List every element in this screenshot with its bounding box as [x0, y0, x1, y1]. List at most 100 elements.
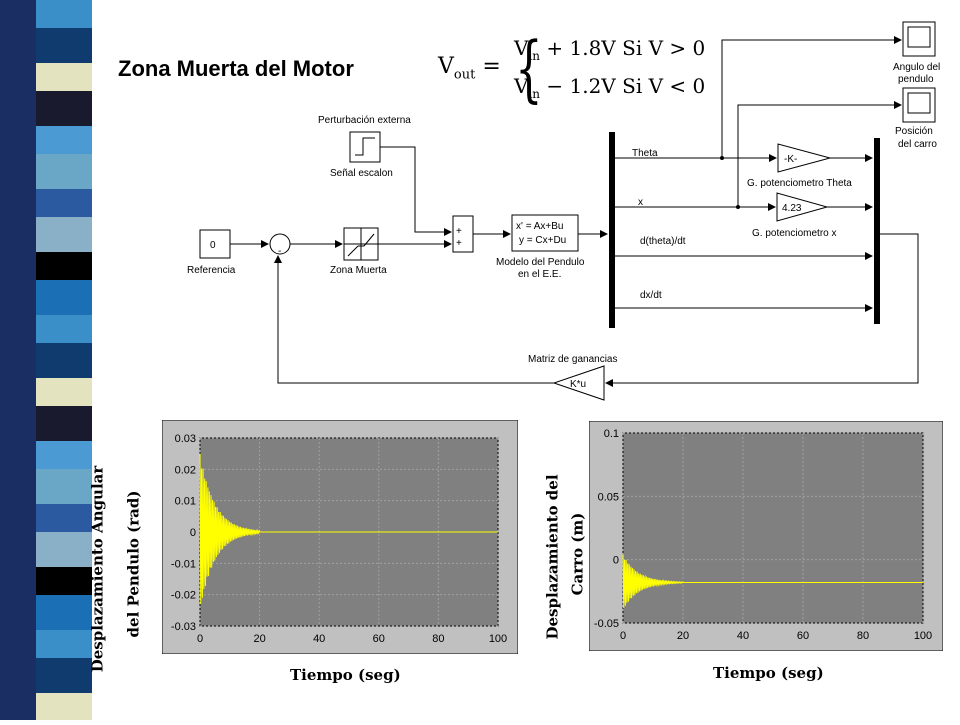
- stripe-block: [36, 154, 92, 189]
- equation-line-1: Vin + 1.8V Si V > 0: [514, 36, 705, 63]
- tick-label-y: -0.03: [171, 621, 196, 633]
- stripe-dark-band: [0, 0, 36, 720]
- plot-angle-ylabel-2: del Pendulo (rad): [124, 490, 143, 638]
- tick-label-x: 100: [914, 630, 932, 642]
- equation-brace: {: [515, 26, 543, 110]
- stripe-block: [36, 378, 92, 406]
- stripe-block: [36, 189, 92, 217]
- plot-angle-ylabel-1: Desplazamiento Angular: [88, 465, 107, 673]
- tick-label-y: 0: [613, 555, 619, 567]
- state-space-label-2: en el E.E.: [518, 269, 561, 280]
- tick-label-x: 60: [373, 633, 385, 645]
- gain-matrix-block[interactable]: [552, 365, 605, 401]
- stripe-block: [36, 280, 92, 315]
- tick-label-x: 0: [620, 630, 626, 642]
- equation-line2-sub: in: [528, 87, 541, 101]
- equation: Vout = { Vin + 1.8V Si V > 0 Vin − 1.2V …: [438, 28, 718, 108]
- tick-label-y: 0.03: [175, 433, 196, 445]
- sum1-minus: -: [278, 246, 281, 257]
- state-space-eq2: y = Cx+Du: [519, 235, 566, 246]
- state-space-block[interactable]: [511, 214, 579, 252]
- equation-line2-rest: − 1.2V Si V < 0: [540, 74, 706, 98]
- tick-label-x: 80: [857, 630, 869, 642]
- tick-label-x: 20: [253, 633, 265, 645]
- stripe-block: [36, 28, 92, 63]
- state-space-eq1: x' = Ax+Bu: [516, 221, 564, 232]
- signal-x-label: x: [638, 197, 643, 208]
- scope-angle-label-2: pendulo: [898, 74, 934, 85]
- tick-label-x: 80: [432, 633, 444, 645]
- data-series-line: [199, 453, 498, 605]
- equation-lhs-v: V: [438, 54, 454, 79]
- tick-label-x: 60: [797, 630, 809, 642]
- stripe-block: [36, 252, 92, 280]
- tick-label-y: -0.02: [171, 590, 196, 602]
- plot-cart-ylabel-2: Carro (m): [568, 512, 587, 596]
- decorative-side-stripe: [0, 0, 108, 721]
- scope-angle-screen: [907, 26, 931, 48]
- slide-title: Zona Muerta del Motor: [118, 56, 354, 81]
- reference-value: 0: [210, 240, 216, 251]
- stripe-block: [36, 658, 92, 693]
- mux-block[interactable]: [874, 138, 880, 324]
- signal-dtheta-label: d(theta)/dt: [640, 236, 686, 247]
- tick-label-y: 0.02: [175, 464, 196, 476]
- gain-x-value: 4.23: [782, 203, 802, 214]
- sum2-plus-2: +: [456, 238, 462, 249]
- stripe-graphic: [0, 0, 108, 721]
- equation-lhs-sub: out: [453, 67, 476, 83]
- signal-dx-label: dx/dt: [640, 290, 662, 301]
- stripe-block: [36, 469, 92, 504]
- tick-label-y: 0.05: [598, 491, 619, 503]
- reference-label: Referencia: [187, 265, 236, 276]
- demux-block[interactable]: [609, 132, 615, 328]
- stripe-block: [36, 126, 92, 154]
- simulink-block-diagram: Perturbación externa Señal escalon 0 Ref…: [187, 21, 940, 401]
- stripe-block: [36, 630, 92, 658]
- plot-angle-xlabel: Tiempo (seg): [290, 666, 401, 684]
- stripe-block: [36, 91, 92, 126]
- scope-angle-label-1: Angulo del: [893, 62, 940, 73]
- tick-label-y: -0.01: [171, 558, 196, 570]
- gain-matrix-label: Matriz de ganancias: [528, 354, 618, 365]
- stripe-block: [36, 63, 92, 91]
- deadzone-label: Zona Muerta: [330, 265, 387, 276]
- stripe-block: [36, 504, 92, 532]
- sum2-plus-1: +: [456, 226, 462, 237]
- gain-theta-value: -K-: [784, 154, 797, 165]
- tick-label-y: 0.1: [604, 428, 619, 440]
- step-icon: [355, 137, 375, 156]
- stripe-block: [36, 595, 92, 630]
- data-series-line: [622, 554, 923, 609]
- plot-cart-xlabel: Tiempo (seg): [713, 664, 824, 682]
- tick-label-x: 100: [489, 633, 507, 645]
- tick-label-y: 0: [190, 527, 196, 539]
- stripe-block: [36, 0, 92, 28]
- stripe-block: [36, 567, 92, 595]
- reference-block[interactable]: [199, 229, 231, 259]
- signal-wires: [230, 36, 919, 387]
- state-space-label-1: Modelo del Pendulo: [496, 257, 585, 268]
- equation-line2-v: V: [514, 74, 529, 98]
- stripe-block: [36, 217, 92, 252]
- scope-position-label-1: Posición: [895, 126, 933, 137]
- stripe-block: [36, 693, 92, 721]
- gain-x-label: G. potenciometro x: [752, 228, 836, 239]
- scope-position-screen: [907, 92, 931, 114]
- step-block[interactable]: [349, 131, 381, 163]
- step-label: Señal escalon: [330, 168, 393, 179]
- gain-theta-block[interactable]: [777, 143, 832, 173]
- tick-label-x: 0: [197, 633, 203, 645]
- tick-label-y: 0.01: [175, 496, 196, 508]
- stripe-blocks: [36, 0, 92, 721]
- gain-x-block[interactable]: [776, 192, 829, 222]
- stripe-gap: [92, 0, 108, 720]
- tick-label-y: -0.05: [594, 618, 619, 630]
- plot-cart-ylabel-1: Desplazamiento del: [543, 474, 562, 640]
- tick-label-x: 20: [677, 630, 689, 642]
- equation-line1-v: V: [514, 36, 529, 60]
